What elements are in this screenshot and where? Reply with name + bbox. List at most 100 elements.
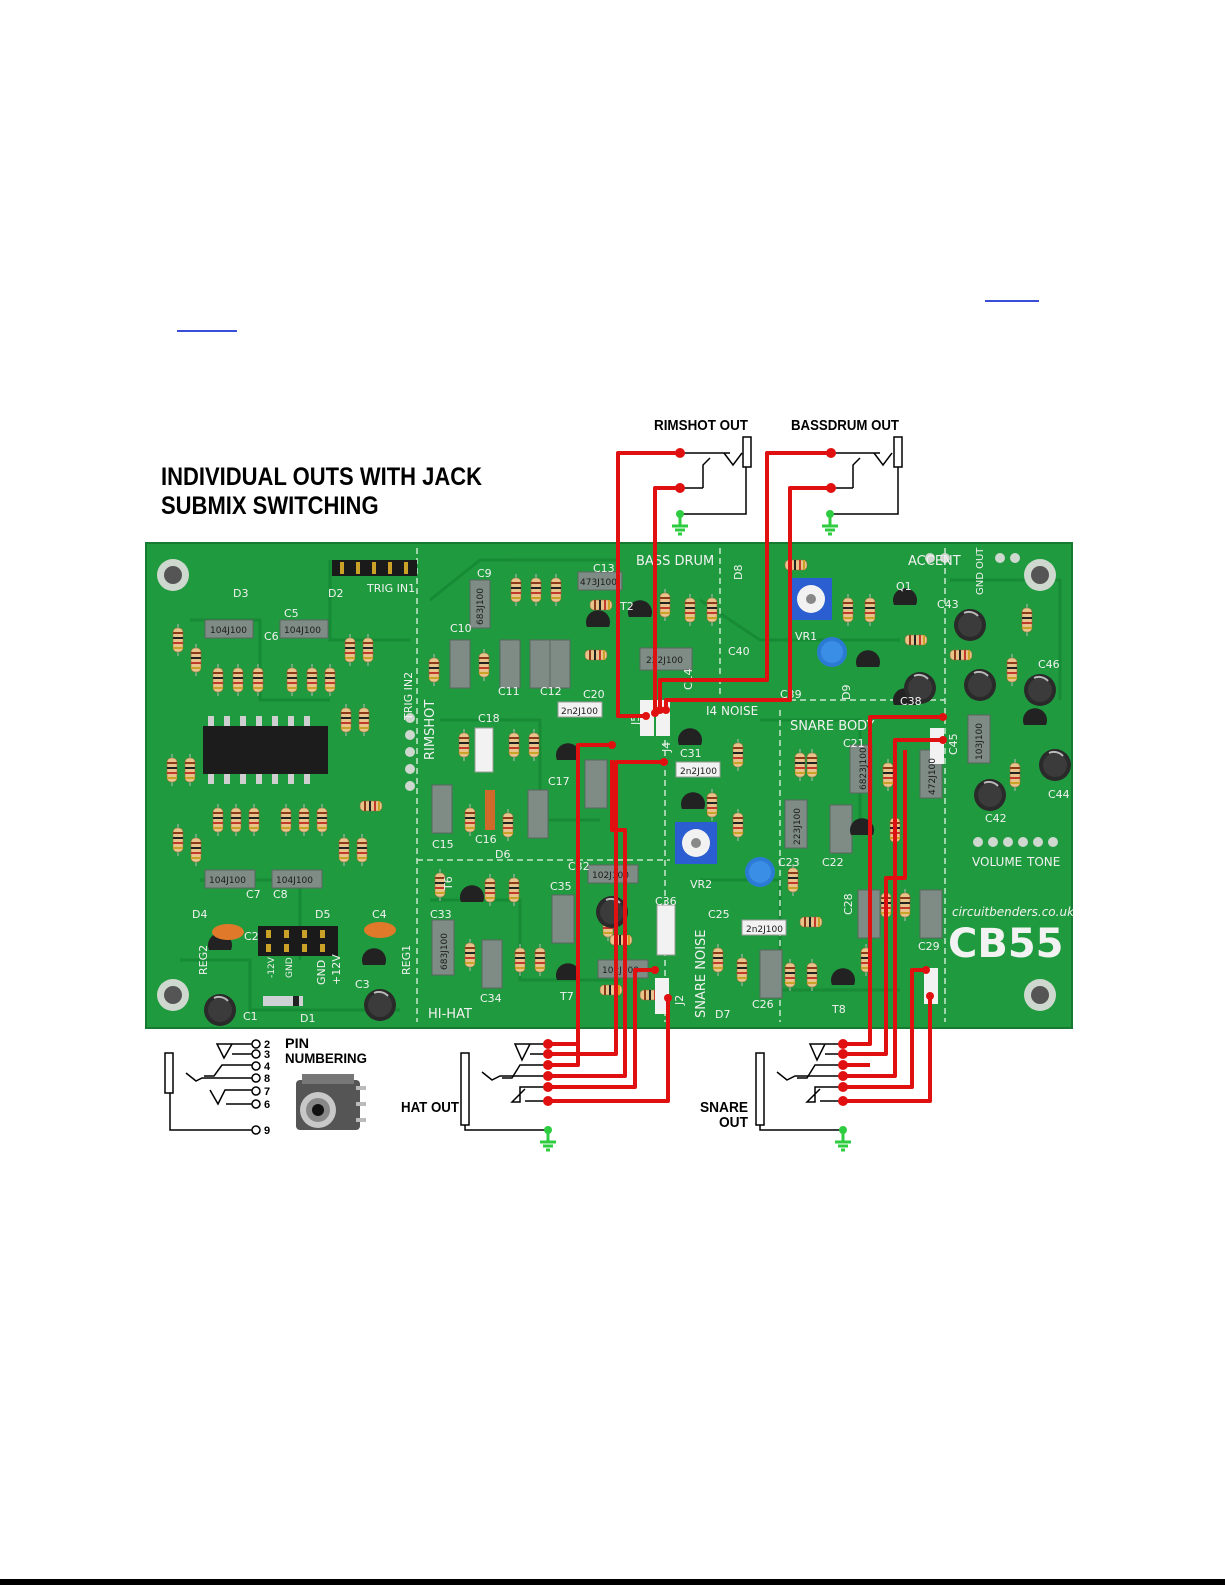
cap-code-7: 2n2J100	[561, 707, 598, 717]
pcb-section-noise: I4 NOISE	[706, 704, 758, 718]
link-underline-right[interactable]	[985, 300, 1039, 302]
ref-c1: C1	[243, 1010, 258, 1023]
ref-c18: C18	[478, 712, 500, 725]
mounting-holes	[157, 559, 1056, 1011]
pcb-section-hihat: HI-HAT	[428, 1007, 472, 1022]
electrolytic-capacitors	[203, 608, 1072, 1027]
ref-c28: C28	[842, 893, 855, 915]
ref-c8: C8	[273, 888, 288, 901]
ref-c20: C20	[583, 688, 605, 701]
ref-c33: C33	[430, 908, 452, 921]
pin-number-8: 8	[264, 1073, 270, 1085]
ref-d5: D5	[315, 908, 330, 921]
label-pin-numbering-2: NUMBERING	[285, 1050, 367, 1066]
ref-c15: C15	[432, 838, 454, 851]
ref-t7: T7	[559, 990, 574, 1003]
title-line-1: INDIVIDUAL OUTS WITH JACK	[161, 463, 483, 491]
ref-vr1: VR1	[795, 630, 817, 643]
component-refs: D3 D2 C5 C6 C7 C8 D4 D5 C2 C4 REG1 REG2 …	[192, 562, 1070, 1025]
cap-code-11: 102J100	[602, 966, 639, 976]
pin-number-6: 6	[264, 1099, 270, 1111]
cap-code-15: 6823J100	[859, 747, 869, 790]
pcb-jumper-j5: J5	[629, 715, 642, 726]
wire-dots	[543, 448, 947, 1106]
ref-t8: T8	[831, 1003, 846, 1016]
pcb-section-rimshot: RIMSHOT	[423, 700, 438, 760]
ref-c4: C4	[372, 908, 387, 921]
pcb-power-gnd2: GND	[315, 960, 328, 985]
pcb-header-trig2: TRIG IN2	[402, 672, 415, 721]
ref-reg2: REG2	[197, 945, 210, 975]
ref-t2: T2	[619, 600, 634, 613]
ref-c26: C26	[752, 998, 774, 1011]
cap-code-1: 104J100	[210, 626, 247, 636]
cap-code-3: 104J100	[209, 876, 246, 886]
ref-q1: Q1	[896, 580, 912, 593]
label-hat-out: HAT OUT	[401, 1099, 459, 1116]
pcb-jumper-j1: J1	[925, 985, 938, 996]
power-header	[258, 926, 338, 956]
ref-d6: D6	[495, 848, 510, 861]
ref-c40: C40	[728, 645, 750, 658]
ref-c7: C7	[246, 888, 261, 901]
pin-number-9: 9	[264, 1125, 270, 1137]
label-snare-out-1: SNARE	[700, 1099, 748, 1116]
ref-d3: D3	[233, 587, 248, 600]
ref-c3: C3	[355, 978, 370, 991]
cap-code-5: 473J100	[580, 578, 617, 588]
cap-code-16: 683J100	[440, 933, 450, 970]
link-underline-left[interactable]	[177, 330, 237, 332]
pcb-pot-tone: TONE	[1026, 855, 1060, 869]
pcb-power-m12: -12V	[267, 956, 277, 978]
trig-header	[332, 560, 417, 576]
diagram-title: INDIVIDUAL OUTS WITH JACK SUBMIX SWITCHI…	[161, 463, 482, 521]
label-pin-numbering-1: PIN	[285, 1035, 309, 1051]
cap-code-13: 222J100	[646, 656, 683, 666]
title-line-2: SUBMIX SWITCHING	[161, 492, 379, 520]
ref-c13: C13	[593, 562, 615, 575]
ref-c44: C44	[1048, 788, 1070, 801]
ref-c9: C9	[477, 567, 492, 580]
cap-code-9: 2n2J100	[746, 925, 783, 935]
ref-c45: C45	[947, 733, 960, 755]
jack-hat	[460, 1043, 548, 1131]
ref-c42: C42	[985, 812, 1007, 825]
cap-code-17: 103J100	[975, 723, 985, 760]
cap-code-12: 472J100	[928, 758, 938, 795]
cap-code-4: 104J100	[276, 876, 313, 886]
ref-c25: C25	[708, 908, 730, 921]
ref-c5: C5	[284, 607, 299, 620]
pin-numbers: 2 3 4 8 7 6 9	[264, 1039, 271, 1137]
ic-chip	[203, 726, 328, 774]
ref-c43: C43	[937, 598, 959, 611]
ref-c34: C34	[480, 992, 502, 1005]
pcb-header-trig1: TRIG IN1	[366, 582, 415, 595]
cap-code-2: 104J100	[284, 626, 321, 636]
cap-code-8: 2n2J100	[680, 767, 717, 777]
ref-d4: D4	[192, 908, 207, 921]
ref-d8: D8	[732, 565, 745, 580]
jack-pin-numbering	[164, 1039, 261, 1135]
ref-c11: C11	[498, 685, 520, 698]
ref-c35: C35	[550, 880, 572, 893]
pcb-section-snarenoise: SNARE NOISE	[694, 929, 709, 1018]
ref-t6: T6	[442, 876, 455, 891]
pcb-pot-volume: VOLUME	[972, 855, 1022, 869]
ref-reg1: REG1	[400, 945, 413, 975]
pin-number-7: 7	[264, 1086, 270, 1098]
pin-number-2: 2	[264, 1039, 270, 1051]
ref-d9: D9	[840, 685, 853, 700]
ref-c38: C38	[900, 695, 922, 708]
pcb-jumper-j2: J2	[673, 995, 686, 1006]
ref-vr2: VR2	[690, 878, 712, 891]
pcb-model: CB55	[948, 921, 1064, 967]
ref-d2: D2	[328, 587, 343, 600]
ref-c12: C12	[540, 685, 562, 698]
ref-c22: C22	[822, 856, 844, 869]
pcb-jumper-j3: J3	[931, 730, 944, 741]
jack-rimshot	[680, 436, 752, 515]
ref-c31: C31	[680, 747, 702, 760]
pin-number-4: 4	[264, 1061, 271, 1073]
pcb-section-bassdrum: BASS DRUM	[636, 554, 714, 569]
jack-bassdrum	[831, 436, 903, 515]
